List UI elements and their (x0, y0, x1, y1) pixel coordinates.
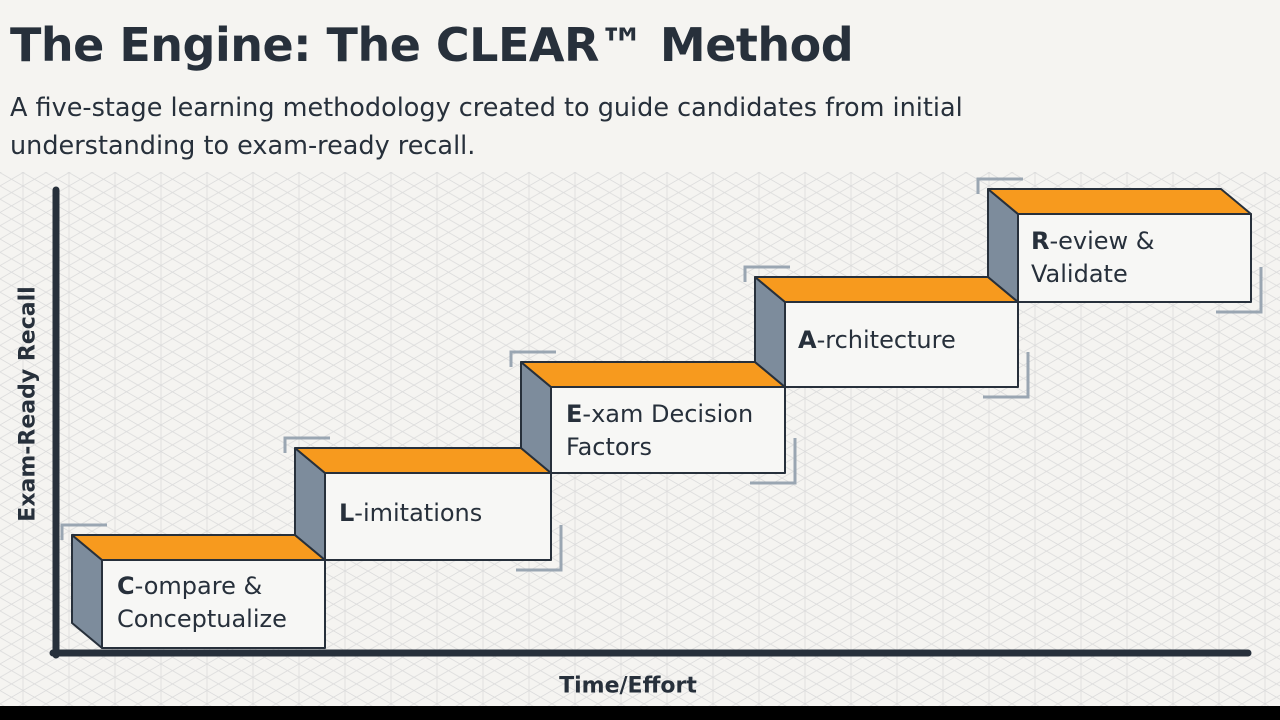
step-text: -xam Decision (582, 400, 754, 428)
step-review-front-face (1017, 213, 1252, 303)
step-text: -eview & (1049, 227, 1155, 255)
step-label-compare: C-ompare & Conceptualize (117, 570, 287, 636)
step-architecture-top-face (754, 276, 1019, 303)
step-compare-bracket-top (60, 523, 107, 540)
x-axis-label: Time/Effort (559, 673, 697, 699)
step-letter: R (1031, 227, 1050, 255)
step-exam-decision-bracket-top (509, 350, 556, 367)
step-review-bracket-bottom (1216, 267, 1263, 314)
step-text: -rchitecture (816, 326, 956, 354)
step-label-review: R-eview & Validate (1031, 225, 1155, 291)
step-review-bracket-top (976, 177, 1023, 194)
step-review-top-face (987, 188, 1252, 215)
step-compare-front-face (101, 559, 326, 649)
slide-subtitle: A five-stage learning methodology create… (10, 93, 963, 161)
slide-title: The Engine: The CLEAR™ Method (10, 18, 854, 72)
step-limitations-top-face (294, 447, 552, 474)
step-limitations-bracket-bottom (516, 525, 563, 572)
step-exam-decision-front-face (550, 386, 786, 474)
video-bottom-bar (0, 706, 1280, 720)
steps-layer (60, 177, 1263, 649)
step-text: -imitations (354, 499, 483, 527)
step-letter: C (117, 572, 135, 600)
step-text-line2: Conceptualize (117, 605, 287, 633)
step-letter: L (339, 499, 355, 527)
step-exam-decision-bracket-bottom (750, 438, 797, 485)
step-limitations-front-face (324, 472, 552, 561)
step-limitations-bracket-top (283, 436, 330, 453)
step-architecture-front-face (784, 301, 1019, 388)
step-letter: A (798, 326, 817, 354)
step-architecture-bracket-top (743, 265, 790, 282)
step-exam-decision-top-face (520, 361, 786, 388)
step-label-exam-decision: E-xam Decision Factors (566, 398, 753, 464)
step-letter: E (566, 400, 583, 428)
step-architecture-bracket-bottom (983, 352, 1030, 399)
step-text-line2: Factors (566, 433, 652, 461)
step-label-limitations: L-imitations (339, 497, 482, 530)
y-axis-label: Exam-Ready Recall (15, 286, 41, 522)
step-compare-top-face (71, 534, 326, 561)
step-text: -ompare & (134, 572, 263, 600)
step-label-architecture: A-rchitecture (798, 324, 956, 357)
step-text-line2: Validate (1031, 260, 1128, 288)
